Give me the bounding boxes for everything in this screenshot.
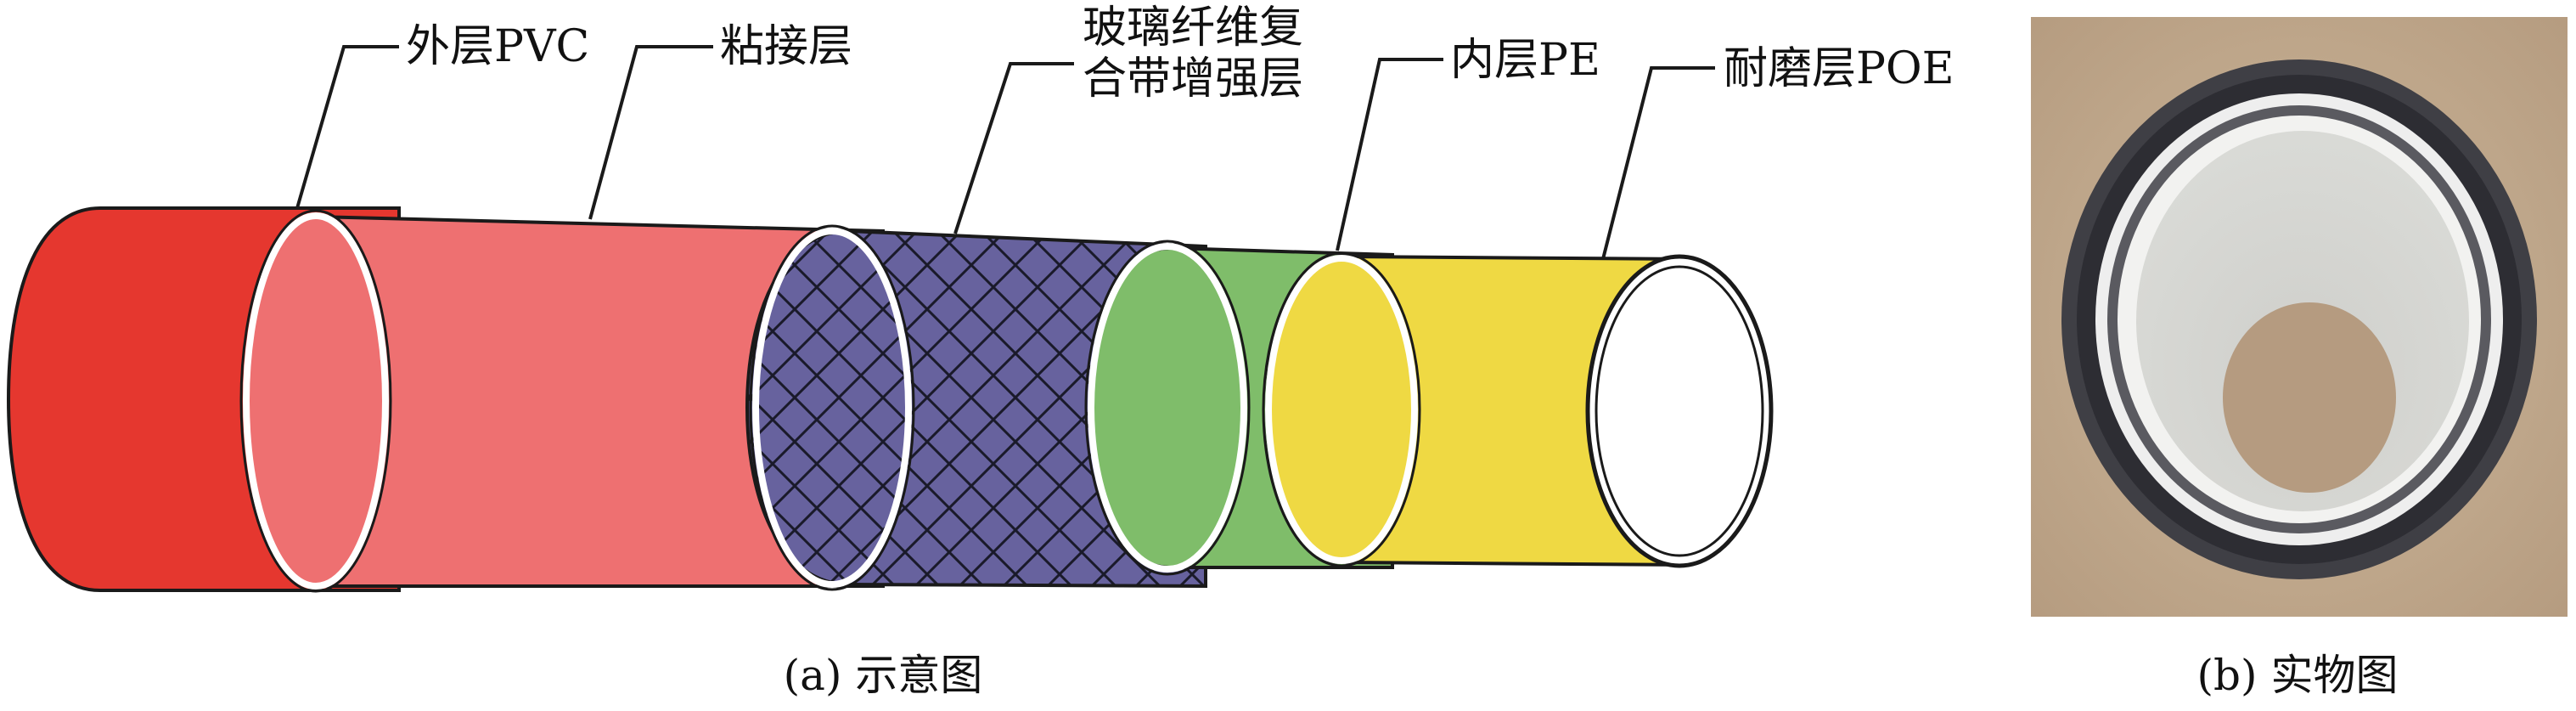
layer-wear-poe <box>1262 251 1691 567</box>
caption-schematic: (a) 示意图 <box>784 651 983 700</box>
layer-glass-fiber <box>745 224 1207 591</box>
caption-photo: (b) 实物图 <box>2197 651 2399 700</box>
label-adhesive: 粘接层 <box>720 21 852 72</box>
leader-glass-fiber <box>953 62 1074 234</box>
label-outer-pvc: 外层PVC <box>406 21 589 72</box>
label-glass-fiber-line1: 玻璃纤维复 <box>1083 3 1303 54</box>
pipe-bore <box>1585 254 1774 568</box>
pipe-photo <box>2031 17 2568 617</box>
label-wear-poe: 耐磨层POE <box>1724 43 1954 94</box>
pipe-schematic: 外层PVC 粘接层 玻璃纤维复 合带增强层 内层PE 耐磨层POE (a) 示意… <box>6 3 1954 700</box>
leader-wear-poe <box>1601 66 1715 260</box>
leader-adhesive <box>588 45 713 220</box>
label-glass-fiber-line2: 合带增强层 <box>1083 54 1303 104</box>
label-inner-pe: 内层PE <box>1450 35 1600 86</box>
leader-outer-pvc <box>295 45 399 209</box>
layer-labels: 外层PVC 粘接层 玻璃纤维复 合带增强层 内层PE 耐磨层POE <box>406 3 1954 104</box>
layer-adhesive <box>239 209 885 593</box>
leader-lines <box>295 45 1715 260</box>
leader-inner-pe <box>1336 58 1443 251</box>
